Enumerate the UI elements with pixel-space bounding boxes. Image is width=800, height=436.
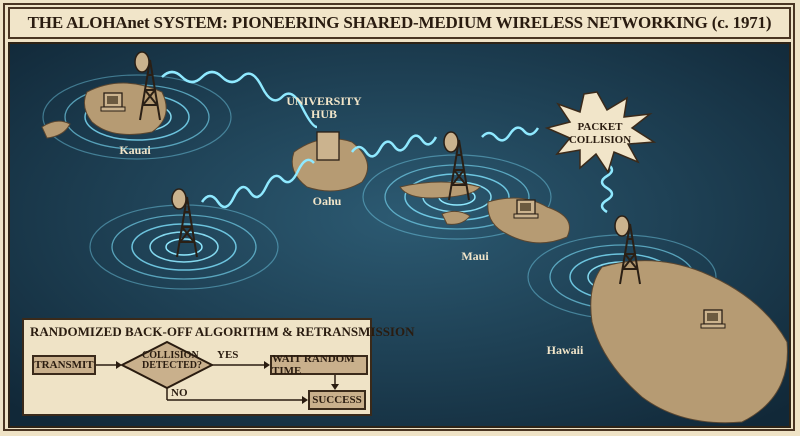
transmit-step: TRANSMIT <box>32 355 96 375</box>
radio-wave-kauai-hub <box>161 70 318 129</box>
computer-hawaii <box>700 309 726 329</box>
radio-wave-hub-maui <box>350 134 438 158</box>
packet-collision-burst <box>544 91 657 174</box>
collision-label-line2: COLLISION <box>569 134 631 146</box>
flowchart-connectors <box>96 340 339 404</box>
hub-label-line1: UNIVERSITY <box>286 94 362 108</box>
university-hub-building <box>316 131 340 161</box>
island-label-kauai: Kauai <box>119 143 151 157</box>
island-label-oahu: Oahu <box>313 194 342 208</box>
success-step: SUCCESS <box>308 390 366 410</box>
no-label: NO <box>171 387 188 399</box>
computer-maui <box>513 199 539 219</box>
title-bar: THE ALOHAnet SYSTEM: PIONEERING SHARED-M… <box>8 7 791 39</box>
decision-line1: COLLISION <box>142 350 199 361</box>
radio-wave-sea-hub <box>200 158 315 209</box>
hub-label-line2: HUB <box>311 107 337 121</box>
decision-line2: DETECTED? <box>142 360 203 371</box>
island-label-maui: Maui <box>461 249 489 263</box>
decision-label: COLLISION DETECTED? <box>142 350 203 371</box>
wait-random-step: WAIT RANDOM TIME <box>270 353 368 377</box>
island-hawaii <box>590 260 788 424</box>
computer-kauai <box>100 92 126 112</box>
poster-title: THE ALOHAnet SYSTEM: PIONEERING SHARED-M… <box>27 13 772 32</box>
island-lanai <box>441 210 471 225</box>
algorithm-title: RANDOMIZED BACK-OFF ALGORITHM & RETRANSM… <box>30 324 415 339</box>
radio-wave-hawaii-collision <box>600 162 614 214</box>
island-label-hawaii: Hawaii <box>547 343 584 357</box>
backoff-algorithm-panel: RANDOMIZED BACK-OFF ALGORITHM & RETRANSM… <box>22 318 415 416</box>
radio-wave-maui-collision <box>481 126 540 142</box>
collision-label-line1: PACKET <box>577 121 623 133</box>
yes-label: YES <box>217 349 239 361</box>
island-niihau <box>41 120 71 139</box>
